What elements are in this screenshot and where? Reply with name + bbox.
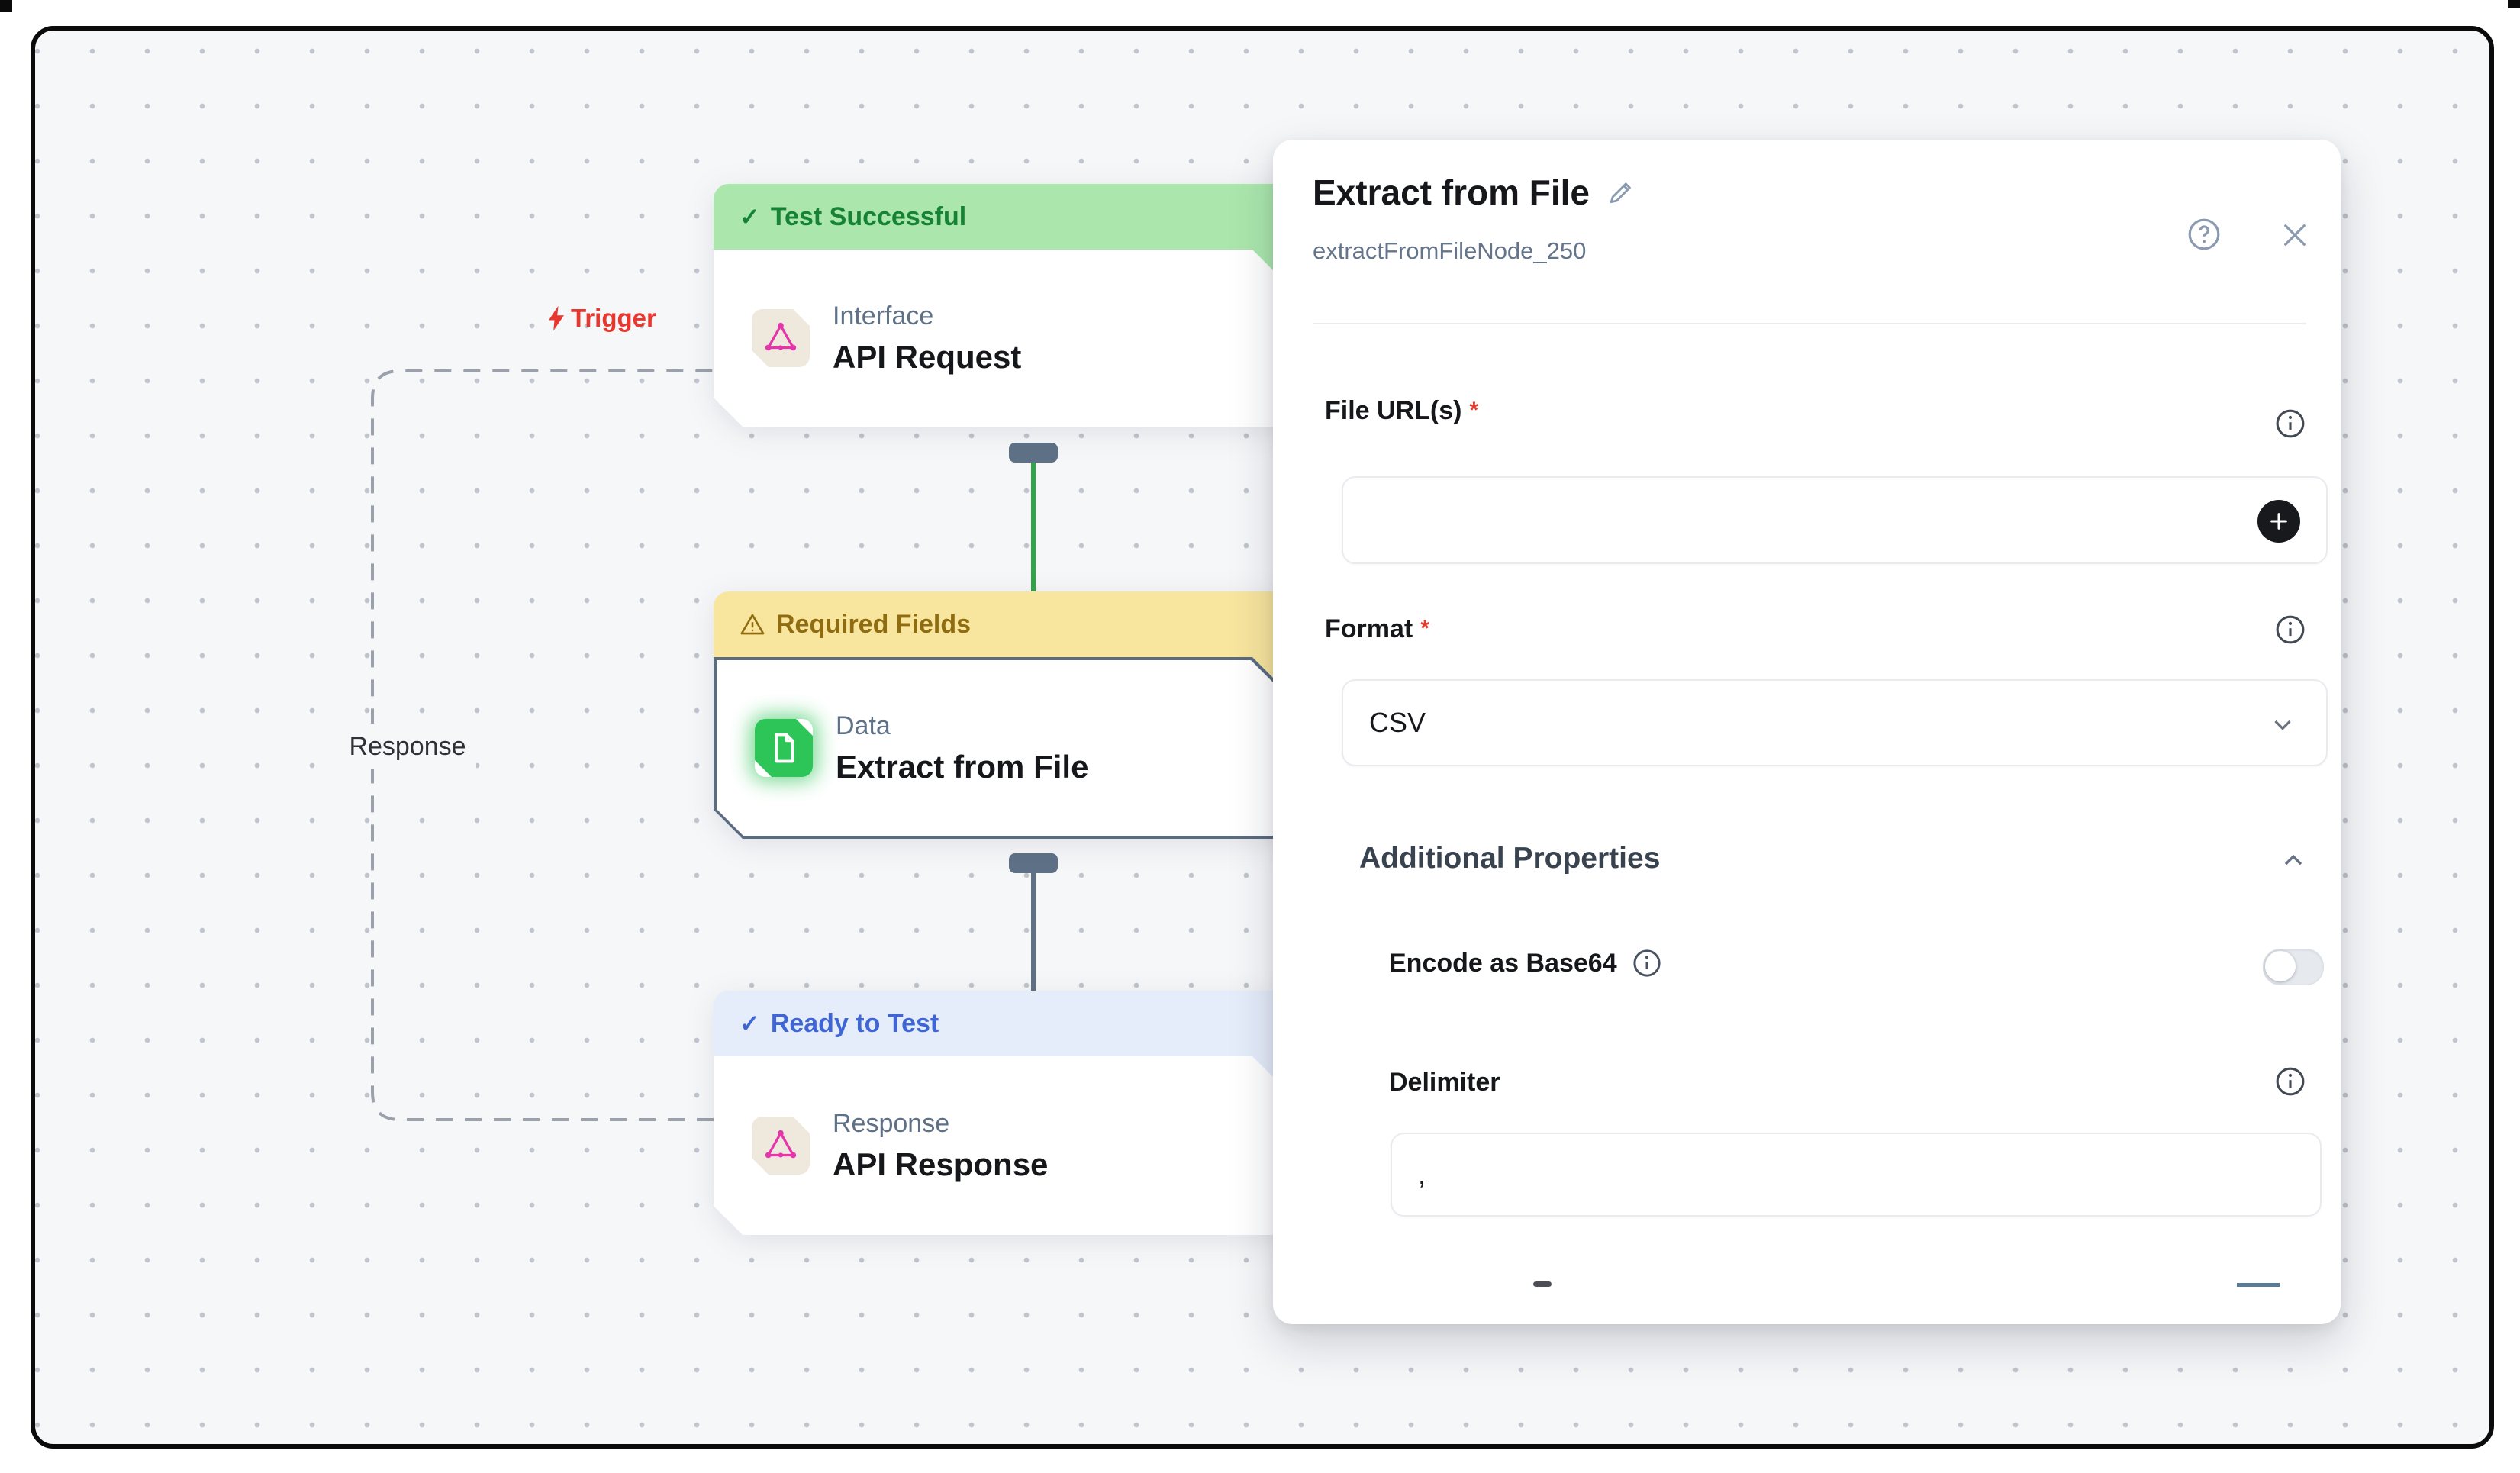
lightning-bolt-icon [545, 305, 568, 332]
node-status-banner: ✓ Ready to Test [714, 991, 1292, 1056]
file-urls-label: File URL(s) * [1325, 396, 1479, 425]
document-icon [755, 719, 813, 777]
additional-properties-heading: Additional Properties [1359, 842, 1661, 875]
node-api-response[interactable]: ✓ Ready to Test Response API Response [714, 991, 1292, 1235]
check-icon: ✓ [740, 1010, 760, 1037]
panel-title: Extract from File [1313, 172, 1635, 213]
graphql-icon [752, 1117, 810, 1175]
divider [1313, 323, 2306, 324]
edge-label-response: Response [339, 724, 476, 769]
node-status-banner: ✓ Test Successful [714, 184, 1292, 250]
required-asterisk: * [1420, 616, 1429, 641]
node-title: API Response [833, 1146, 1049, 1182]
node-card[interactable]: Response API Response [714, 1056, 1292, 1235]
info-icon[interactable] [2273, 1065, 2307, 1098]
warning-icon [740, 611, 765, 637]
response-label-text: Response [349, 731, 466, 761]
format-label: Format * [1325, 614, 1429, 643]
node-card[interactable]: Interface API Request [714, 250, 1292, 427]
node-extract-from-file[interactable]: Required Fields Data Extract from File [714, 591, 1292, 839]
node-id: extractFromFileNode_250 [1313, 237, 1587, 264]
check-icon: ✓ [740, 203, 760, 230]
encode-base64-toggle[interactable] [2263, 949, 2324, 985]
format-select[interactable]: CSV [1342, 679, 2328, 766]
required-asterisk: * [1469, 398, 1479, 423]
node-category: Interface [833, 301, 934, 330]
help-icon[interactable] [2186, 216, 2222, 253]
encode-base64-label: Encode as Base64 [1389, 947, 1663, 979]
delimiter-input[interactable]: , [1391, 1133, 2322, 1217]
node-status-banner: Required Fields [714, 591, 1292, 657]
info-icon[interactable] [1631, 947, 1663, 979]
trigger-label-text: Trigger [571, 304, 656, 332]
node-category: Data [836, 711, 891, 740]
node-status-text: Ready to Test [770, 1008, 939, 1038]
output-port-extract-from-file[interactable] [1009, 853, 1058, 873]
file-urls-input[interactable] [1342, 476, 2328, 564]
output-port-api-request[interactable] [1009, 443, 1058, 463]
node-api-request[interactable]: ✓ Test Successful Interface API Reque [714, 184, 1292, 427]
chevron-up-icon[interactable] [2278, 846, 2309, 876]
node-category: Response [833, 1108, 950, 1138]
edge-api-request-to-extract [1031, 456, 1036, 609]
node-card[interactable]: Data Extract from File [717, 660, 1289, 836]
node-title: API Request [833, 338, 1022, 375]
close-icon[interactable] [2279, 219, 2311, 251]
format-selected-value: CSV [1369, 707, 1426, 738]
crop-mark-top-right [2508, 0, 2520, 8]
edit-pencil-icon[interactable] [1606, 178, 1635, 207]
edge-label-trigger: Trigger [545, 304, 656, 333]
node-settings-panel: Extract from File extractFromFileNode_25… [1273, 140, 2341, 1324]
panel-title-text: Extract from File [1313, 172, 1590, 212]
node-status-text: Required Fields [776, 609, 972, 639]
crop-mark-top-left [0, 0, 12, 12]
info-icon[interactable] [2273, 613, 2307, 646]
delimiter-label: Delimiter [1389, 1068, 1500, 1097]
node-title: Extract from File [836, 748, 1089, 785]
node-status-text: Test Successful [770, 201, 967, 231]
add-url-button[interactable] [2257, 500, 2300, 543]
clipped-next-field [1533, 1281, 1552, 1287]
toggle-knob [2265, 951, 2296, 981]
chevron-down-icon [2268, 710, 2297, 739]
graphql-icon [752, 309, 810, 367]
clipped-next-toggle [2237, 1283, 2280, 1287]
edge-extract-to-api-response [1031, 867, 1036, 1004]
info-icon[interactable] [2273, 407, 2307, 440]
